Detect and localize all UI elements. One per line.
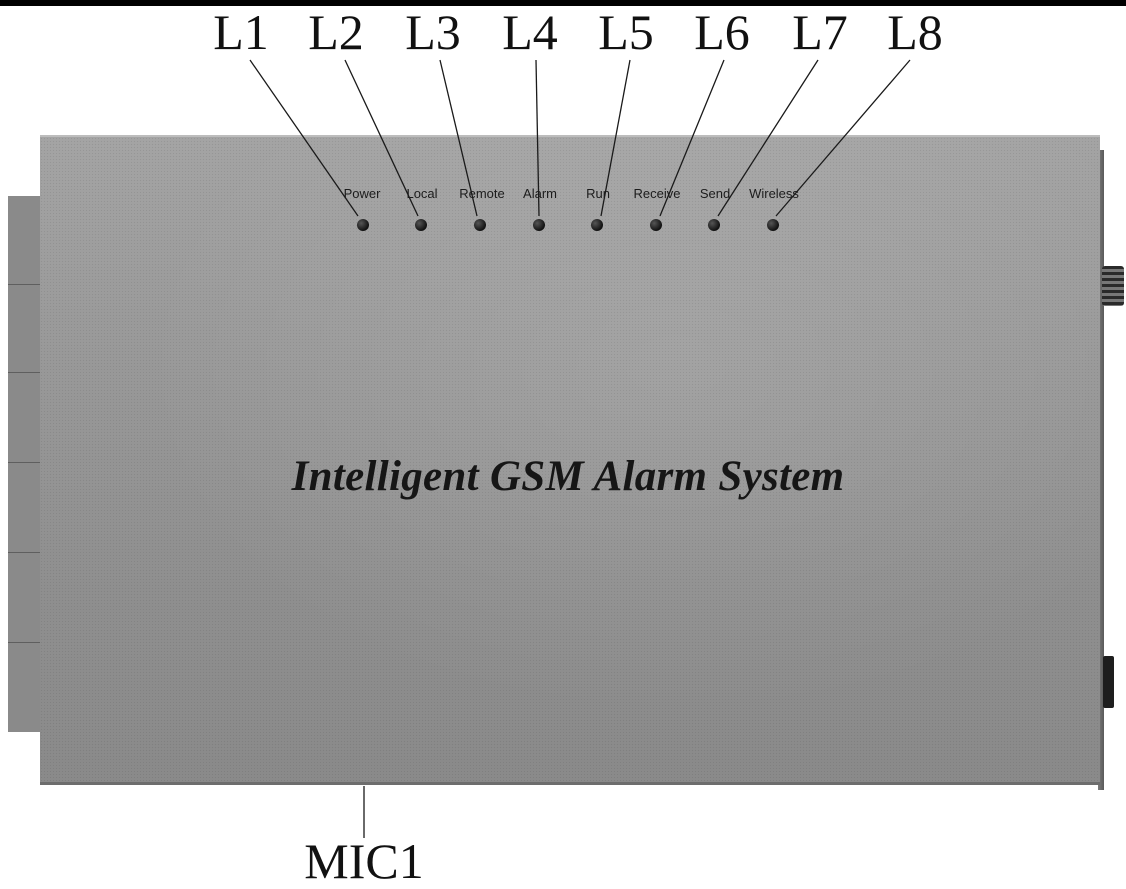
indicator-label-alarm: Alarm bbox=[523, 186, 557, 201]
terminal-divider bbox=[8, 284, 42, 285]
led-receive bbox=[650, 219, 662, 231]
product-title: Intelligent GSM Alarm System bbox=[291, 453, 845, 500]
callout-l1: L1 bbox=[213, 4, 269, 60]
callout-l8: L8 bbox=[887, 4, 943, 60]
terminal-divider bbox=[8, 372, 42, 373]
callout-l6: L6 bbox=[694, 4, 750, 60]
callout-l3: L3 bbox=[405, 4, 461, 60]
led-send bbox=[708, 219, 720, 231]
terminal-divider bbox=[8, 642, 42, 643]
indicator-label-power: Power bbox=[343, 186, 381, 201]
led-remote bbox=[474, 219, 486, 231]
callout-l7: L7 bbox=[792, 4, 848, 60]
callout-l5: L5 bbox=[598, 4, 654, 60]
device-right-edge bbox=[1098, 150, 1104, 790]
indicator-label-wireless: Wireless bbox=[749, 186, 799, 201]
indicator-label-send: Send bbox=[699, 186, 731, 201]
indicator-label-local: Local bbox=[406, 186, 438, 201]
top-border-rule bbox=[0, 0, 1126, 6]
indicator-label-run: Run bbox=[586, 186, 610, 201]
antenna-connector bbox=[1102, 266, 1124, 306]
led-local bbox=[415, 219, 427, 231]
led-power bbox=[357, 219, 369, 231]
terminal-divider bbox=[8, 462, 42, 463]
side-terminal-strip bbox=[8, 196, 43, 732]
callout-l2: L2 bbox=[308, 4, 364, 60]
power-switch bbox=[1103, 656, 1114, 708]
callout-l4: L4 bbox=[502, 4, 558, 60]
callout-mic1: MIC1 bbox=[304, 833, 424, 889]
led-alarm bbox=[533, 219, 545, 231]
led-wireless bbox=[767, 219, 779, 231]
indicator-label-remote: Remote bbox=[459, 186, 505, 201]
led-run bbox=[591, 219, 603, 231]
terminal-divider bbox=[8, 552, 42, 553]
indicator-label-receive: Receive bbox=[633, 186, 681, 201]
